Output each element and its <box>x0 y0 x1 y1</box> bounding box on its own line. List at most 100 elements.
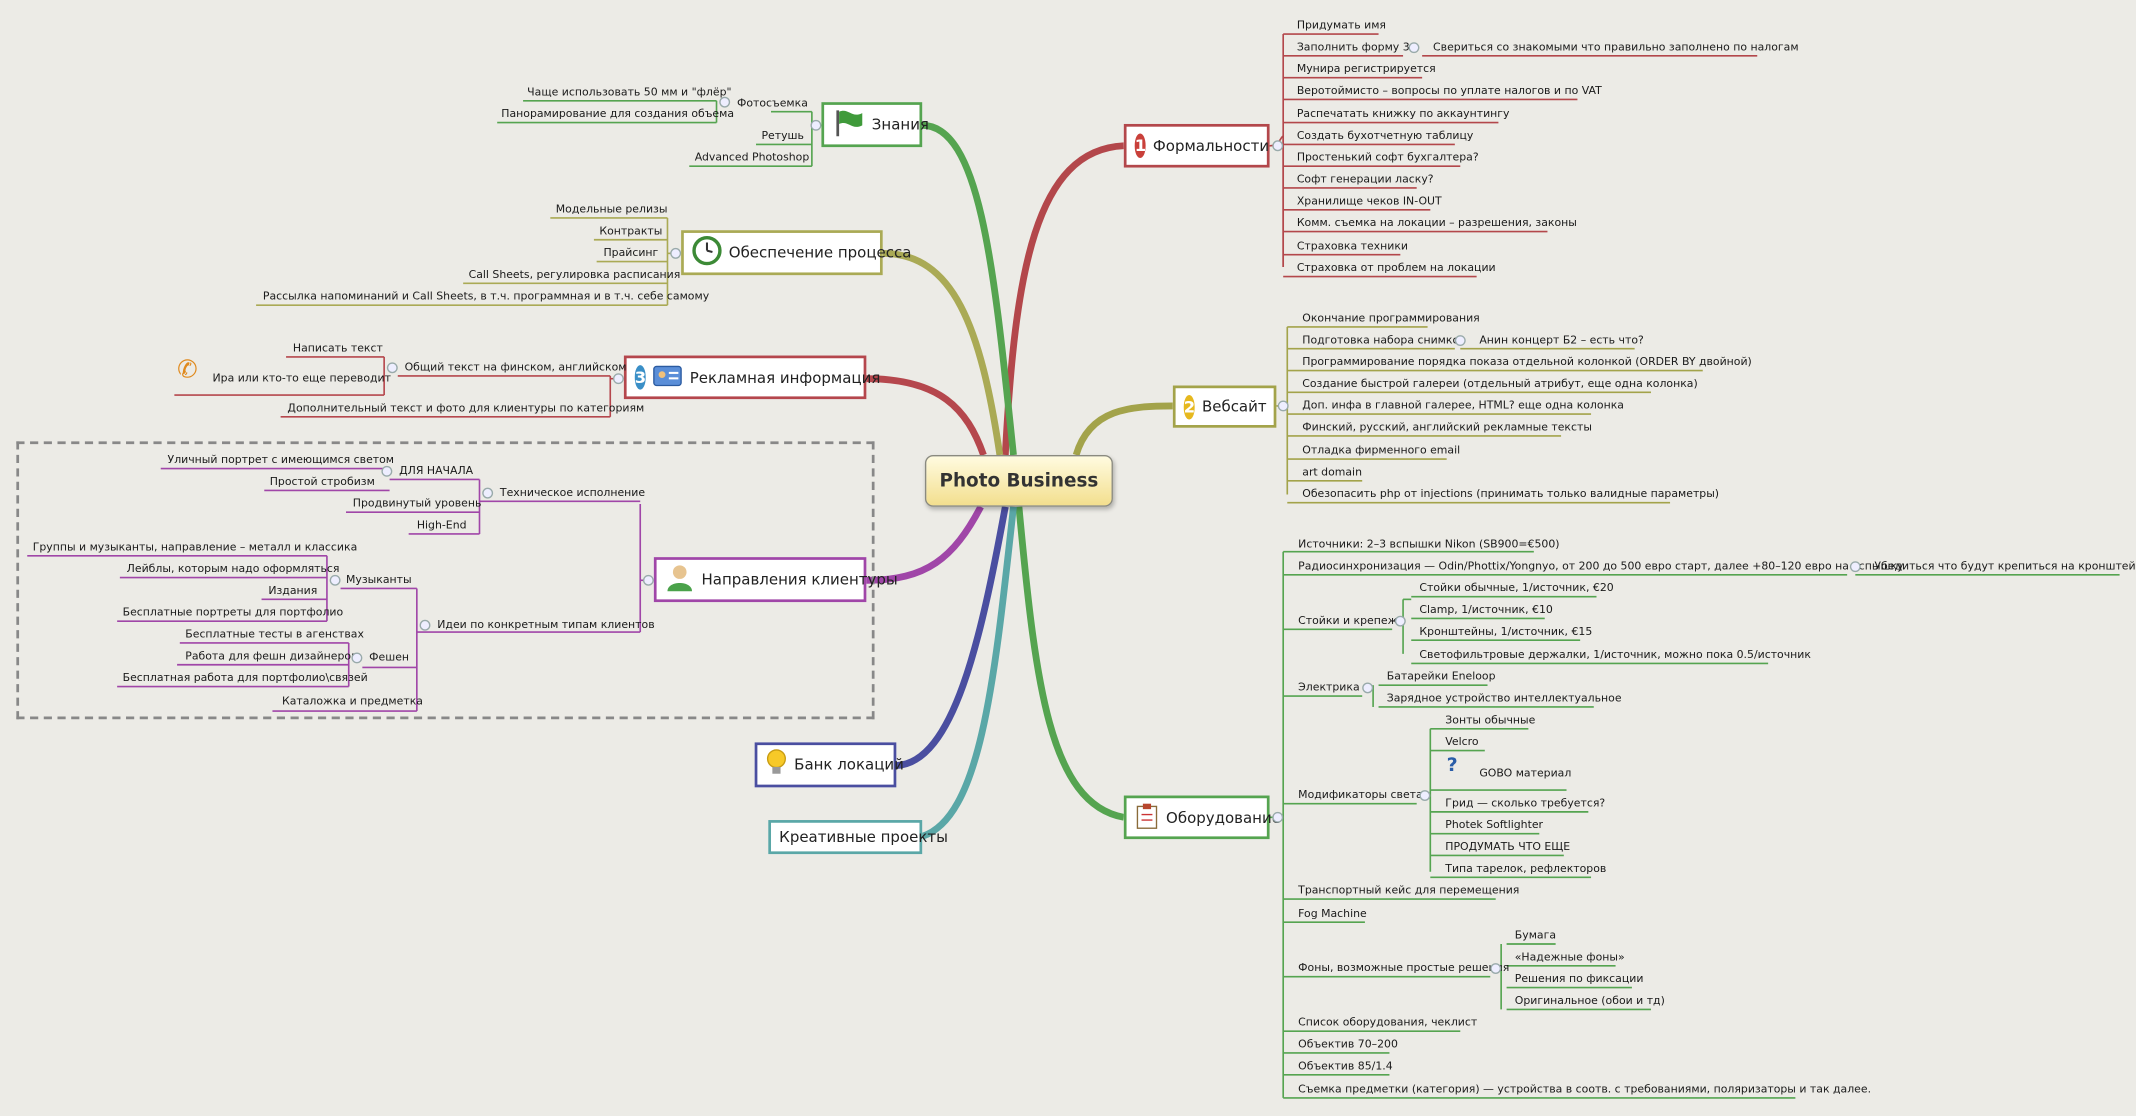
topic-clients[interactable]: Направления клиентуры <box>653 557 898 603</box>
collapse-toggle[interactable] <box>1394 615 1406 627</box>
formal-item[interactable]: Придумать имя <box>1296 19 1386 32</box>
website-item[interactable]: Подготовка набора снимков <box>1302 333 1466 346</box>
collapse-toggle[interactable] <box>642 574 654 586</box>
knowledge-item[interactable]: Advanced Photoshop <box>694 151 810 164</box>
ads-subitem[interactable]: Написать текст <box>292 341 383 355</box>
equipment-item[interactable]: Стойки и крепеж <box>1298 614 1398 627</box>
clients-subitem[interactable]: Группы и музыканты, направление – металл… <box>32 540 358 554</box>
clients-subitem[interactable]: Простой стробизм <box>269 475 375 488</box>
formal-item[interactable]: Заполнить форму 3 <box>1296 40 1410 54</box>
collapse-toggle[interactable] <box>386 362 398 374</box>
process-item[interactable]: Прайсинг <box>603 246 659 259</box>
equipment-subitem[interactable]: Оригинальное (обои и тд) <box>1514 994 1665 1007</box>
formal-item[interactable]: Веротоймисто – вопросы по уплате налогов… <box>1296 84 1602 97</box>
collapse-toggle[interactable] <box>612 373 624 385</box>
ads-item[interactable]: Общий текст на финском, английском <box>404 360 627 374</box>
formal-item[interactable]: Комм. съемка на локации – разрешения, за… <box>1296 216 1577 229</box>
clients-subitem[interactable]: Бесплатные тесты в агенствах <box>185 627 364 641</box>
website-item[interactable]: Программирование порядка показа отдельно… <box>1302 355 1752 368</box>
clients-subitem[interactable]: Бесплатная работа для портфолио\связей <box>122 671 368 684</box>
topic-knowledge[interactable]: Знания <box>821 102 929 148</box>
collapse-toggle[interactable] <box>1454 335 1466 346</box>
collapse-toggle[interactable] <box>1849 561 1861 573</box>
collapse-toggle[interactable] <box>1272 140 1284 152</box>
equipment-item[interactable]: Радиосинхронизация — Odin/Phottix/Yongny… <box>1298 559 1904 573</box>
clients-item[interactable]: Техническое исполнение <box>499 486 646 499</box>
equipment-item[interactable]: Объектив 85/1.4 <box>1298 1059 1393 1073</box>
website-item[interactable]: Доп. инфа в главной галерее, HTML? еще о… <box>1302 399 1624 412</box>
equipment-item[interactable]: Съемка предметки (категория) — устройств… <box>1298 1082 1872 1096</box>
clients-subitem[interactable]: Работа для фешн дизайнеров <box>185 649 358 663</box>
knowledge-item[interactable]: Фотосъемка <box>736 96 808 109</box>
clients-item[interactable]: Идеи по конкретным типам клиентов <box>437 618 655 631</box>
ads-item[interactable]: Дополнительный текст и фото для клиентур… <box>287 401 645 415</box>
equipment-item[interactable]: Фоны, возможные простые решения <box>1298 961 1510 974</box>
equipment-item[interactable]: Электрика <box>1298 681 1360 694</box>
topic-equipment[interactable]: Оборудование <box>1123 795 1281 840</box>
equipment-subitem[interactable]: Photek Softlighter <box>1445 818 1544 831</box>
clients-subitem[interactable]: Лейблы, которым надо оформляться <box>126 562 340 575</box>
equipment-item[interactable]: Объектив 70–200 <box>1298 1037 1398 1051</box>
equipment-subitem[interactable]: Убедиться что будут крепиться на кронште… <box>1874 559 2136 573</box>
website-subitem[interactable]: Анин концерт Б2 – есть что? <box>1479 333 1644 346</box>
knowledge-subitem[interactable]: Панорамирование для создания объема <box>501 107 735 120</box>
knowledge-subitem[interactable]: Чаще использовать 50 мм и "флёр" <box>527 85 732 99</box>
clients-subitem[interactable]: Каталожка и предметка <box>281 694 423 707</box>
clients-subitem[interactable]: Фешен <box>369 651 410 664</box>
equipment-item[interactable]: Модификаторы света <box>1298 788 1423 801</box>
formal-item[interactable]: Распечатать книжку по аккаунтингу <box>1296 107 1510 120</box>
knowledge-item[interactable]: Ретушь <box>761 129 804 142</box>
collapse-toggle[interactable] <box>1362 682 1374 694</box>
clients-subitem[interactable]: Продвинутый уровень <box>352 497 482 510</box>
process-item[interactable]: Контракты <box>599 224 663 238</box>
collapse-toggle[interactable] <box>482 487 494 499</box>
equipment-subitem[interactable]: Стойки обычные, 1/источник, €20 <box>1419 581 1614 594</box>
clients-subitem[interactable]: Издания <box>268 584 318 597</box>
collapse-toggle[interactable] <box>419 619 431 631</box>
formal-item[interactable]: Хранилище чеков IN-OUT <box>1296 194 1442 208</box>
equipment-subitem[interactable]: Зонты обычные <box>1445 713 1536 727</box>
topic-formal[interactable]: 1 Формальности <box>1123 123 1270 168</box>
topic-locations[interactable]: Банк локаций <box>754 742 904 788</box>
equipment-subitem[interactable]: Типа тарелок, рефлекторов <box>1445 862 1607 875</box>
process-item[interactable]: Рассылка напоминаний и Call Sheets, в т.… <box>262 290 710 303</box>
equipment-subitem[interactable]: ПРОДУМАТЬ ЧТО ЕЩЕ <box>1445 840 1571 853</box>
collapse-toggle[interactable] <box>351 652 363 664</box>
collapse-toggle[interactable] <box>381 465 393 477</box>
collapse-toggle[interactable] <box>1419 790 1431 801</box>
formal-item[interactable]: Создать бухотчетную таблицу <box>1296 129 1474 142</box>
equipment-subitem[interactable]: Clamp, 1/источник, €10 <box>1419 603 1553 616</box>
central-topic[interactable]: Photo Business <box>924 454 1113 507</box>
website-item[interactable]: Создание быстрой галереи (отдельный атри… <box>1302 377 1698 390</box>
ads-subitem[interactable]: Ира или кто-то еще переводит <box>212 371 391 385</box>
equipment-subitem[interactable]: GOBO материал <box>1479 766 1572 780</box>
process-item[interactable]: Модельные релизы <box>555 202 668 216</box>
equipment-subitem[interactable]: Грид — сколько требуется? <box>1445 796 1606 810</box>
formal-item[interactable]: Мунира регистрируется <box>1296 62 1436 75</box>
equipment-subitem[interactable]: Светофильтровые держалки, 1/источник, мо… <box>1419 648 1811 661</box>
website-item[interactable]: Обезопасить php от injections (принимать… <box>1302 487 1720 500</box>
collapse-toggle[interactable] <box>670 247 682 259</box>
collapse-toggle[interactable] <box>810 119 822 131</box>
website-item[interactable]: Отладка фирменного email <box>1302 444 1461 457</box>
equipment-subitem[interactable]: Решения по фиксации <box>1514 972 1644 985</box>
collapse-toggle[interactable] <box>1272 811 1284 823</box>
equipment-item[interactable]: Источники: 2–3 вспышки Nikon (SB900=€500… <box>1298 538 1560 551</box>
equipment-subitem[interactable]: Velcro <box>1445 735 1479 748</box>
website-item[interactable]: Окончание программирования <box>1302 311 1480 325</box>
equipment-item[interactable]: Fog Machine <box>1298 907 1367 920</box>
clients-subitem[interactable]: Бесплатные портреты для портфолио <box>122 606 344 619</box>
equipment-item[interactable]: Список оборудования, чеклист <box>1298 1016 1478 1029</box>
formal-item[interactable]: Софт генерации ласку? <box>1296 172 1434 186</box>
website-item[interactable]: Финский, русский, английский рекламные т… <box>1302 420 1592 434</box>
collapse-toggle[interactable] <box>1408 42 1420 54</box>
collapse-toggle[interactable] <box>1490 963 1502 974</box>
formal-subitem[interactable]: Свериться со знакомыми что правильно зап… <box>1433 40 1799 54</box>
equipment-subitem[interactable]: Бумага <box>1514 929 1556 942</box>
process-item[interactable]: Call Sheets, регулировка расписания <box>468 268 681 281</box>
clients-subitem[interactable]: Уличный портрет с имеющимся светом <box>167 453 395 466</box>
topic-ads[interactable]: 3 Рекламная информация <box>623 355 880 400</box>
topic-creative[interactable]: Креативные проекты <box>768 820 948 855</box>
collapse-toggle[interactable] <box>719 96 731 108</box>
topic-website[interactable]: 2 Вебсайт <box>1172 385 1277 428</box>
